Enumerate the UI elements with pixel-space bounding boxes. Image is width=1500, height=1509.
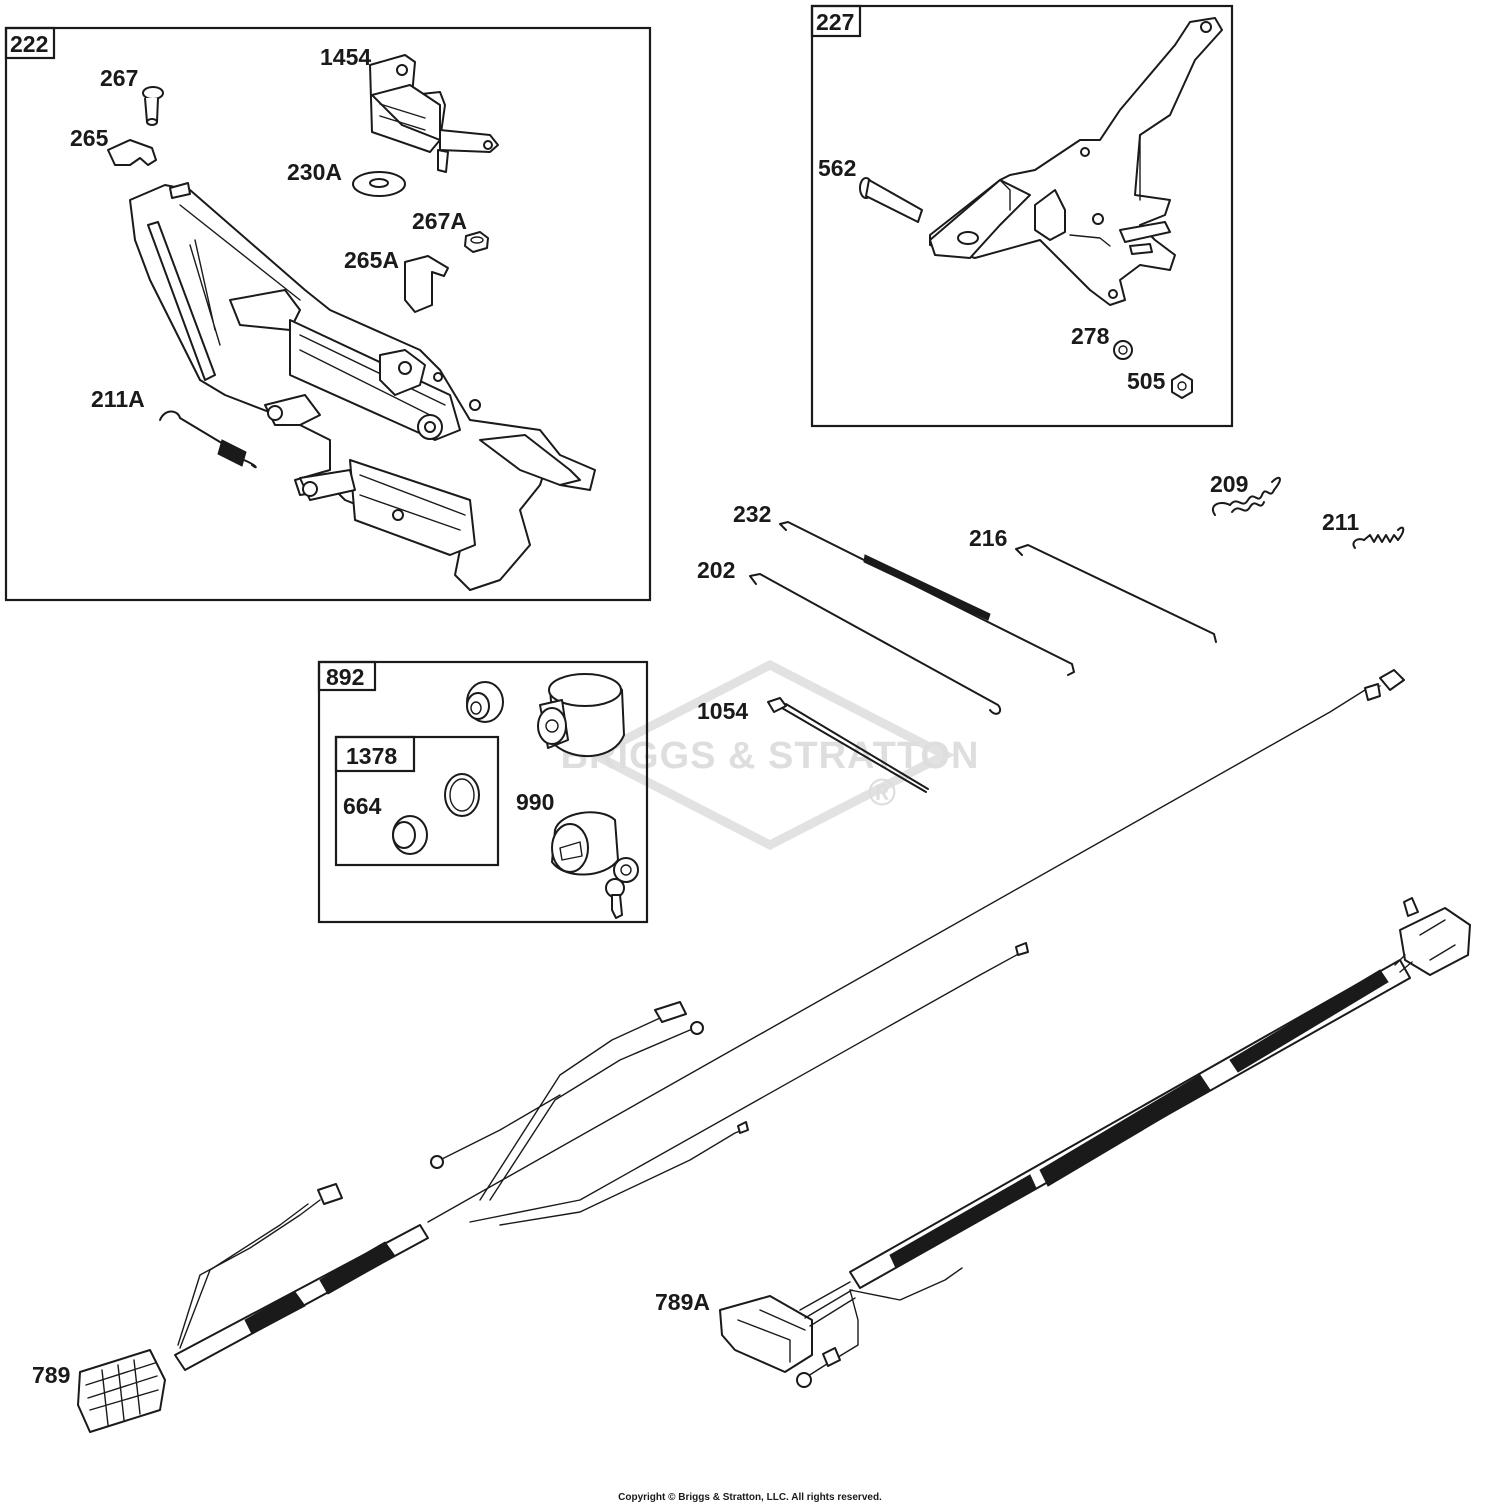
- label-267A: 267A: [412, 208, 467, 234]
- label-209: 209: [1210, 471, 1248, 497]
- label-1454: 1454: [320, 44, 371, 70]
- part-267-bolt: [142, 86, 164, 126]
- watermark-registered-mark: ®: [868, 772, 897, 814]
- part-1054-cable-tie: [767, 697, 929, 793]
- copyright-notice: Copyright © Briggs & Stratton, LLC. All …: [618, 1492, 882, 1503]
- part-216-rod: [1015, 544, 1217, 643]
- part-230A-washer: [352, 171, 406, 197]
- group-892-tag: [317, 660, 377, 692]
- label-1054: 1054: [697, 698, 748, 724]
- group-1378-tag: [334, 735, 416, 773]
- part-278-washer: [1113, 340, 1133, 360]
- group-222-number: 222: [10, 31, 48, 57]
- label-265: 265: [70, 125, 109, 151]
- part-789A-wire-harness: [719, 897, 1471, 1388]
- part-789-wire-harness: [77, 669, 1405, 1433]
- part-265A-clip: [404, 255, 449, 313]
- connector-789A: [719, 1281, 856, 1373]
- watermark: BRIGGS & STRATTON ®: [561, 659, 980, 851]
- part-222-main-bracket: [129, 182, 596, 591]
- label-211A: 211A: [91, 386, 145, 412]
- group-222-tag: [4, 26, 56, 60]
- label-278: 278: [1071, 323, 1110, 349]
- group-892-frame: [317, 660, 649, 924]
- group-1378-number: 1378: [346, 743, 397, 769]
- part-1378-lock-washer: [444, 773, 480, 817]
- label-562: 562: [818, 155, 856, 181]
- group-222-frame: [4, 26, 652, 602]
- part-209-spring: [1211, 476, 1281, 516]
- label-267: 267: [100, 65, 138, 91]
- label-216: 216: [969, 525, 1007, 551]
- part-1454-bracket: [369, 54, 499, 173]
- group-227: 227 562: [810, 4, 1234, 428]
- group-892: 892 1378: [317, 660, 649, 924]
- part-892-nut: [466, 681, 504, 723]
- part-265-clip: [107, 139, 157, 166]
- part-211-spring: [1352, 526, 1405, 549]
- part-227-control-lever: [929, 17, 1223, 306]
- group-222: 222: [4, 26, 652, 602]
- group-227-tag: [810, 4, 862, 38]
- part-232-rod: [779, 521, 1075, 676]
- label-664: 664: [343, 793, 382, 819]
- part-990-switch-with-keys: [551, 811, 639, 919]
- connector-789: [77, 1349, 166, 1433]
- group-1378-frame: [334, 735, 500, 867]
- part-892-switch-body: [537, 673, 625, 758]
- watermark-text: BRIGGS & STRATTON: [561, 735, 980, 777]
- part-664-nut: [392, 815, 428, 855]
- label-202: 202: [697, 557, 735, 583]
- label-505: 505: [1127, 368, 1166, 394]
- group-227-frame: [810, 4, 1234, 428]
- part-267A-nut: [464, 231, 489, 253]
- part-202-rod: [749, 573, 1002, 715]
- label-211: 211: [1322, 509, 1359, 535]
- label-789A: 789A: [655, 1289, 710, 1315]
- label-265A: 265A: [344, 247, 399, 273]
- part-562-pin: [859, 177, 923, 223]
- label-990: 990: [516, 789, 554, 815]
- group-892-number: 892: [326, 664, 364, 690]
- part-505-nut: [1171, 373, 1193, 399]
- label-232: 232: [733, 501, 771, 527]
- label-789: 789: [32, 1362, 70, 1388]
- label-230A: 230A: [287, 159, 342, 185]
- group-227-number: 227: [816, 9, 854, 35]
- part-211A-spring: [159, 410, 257, 469]
